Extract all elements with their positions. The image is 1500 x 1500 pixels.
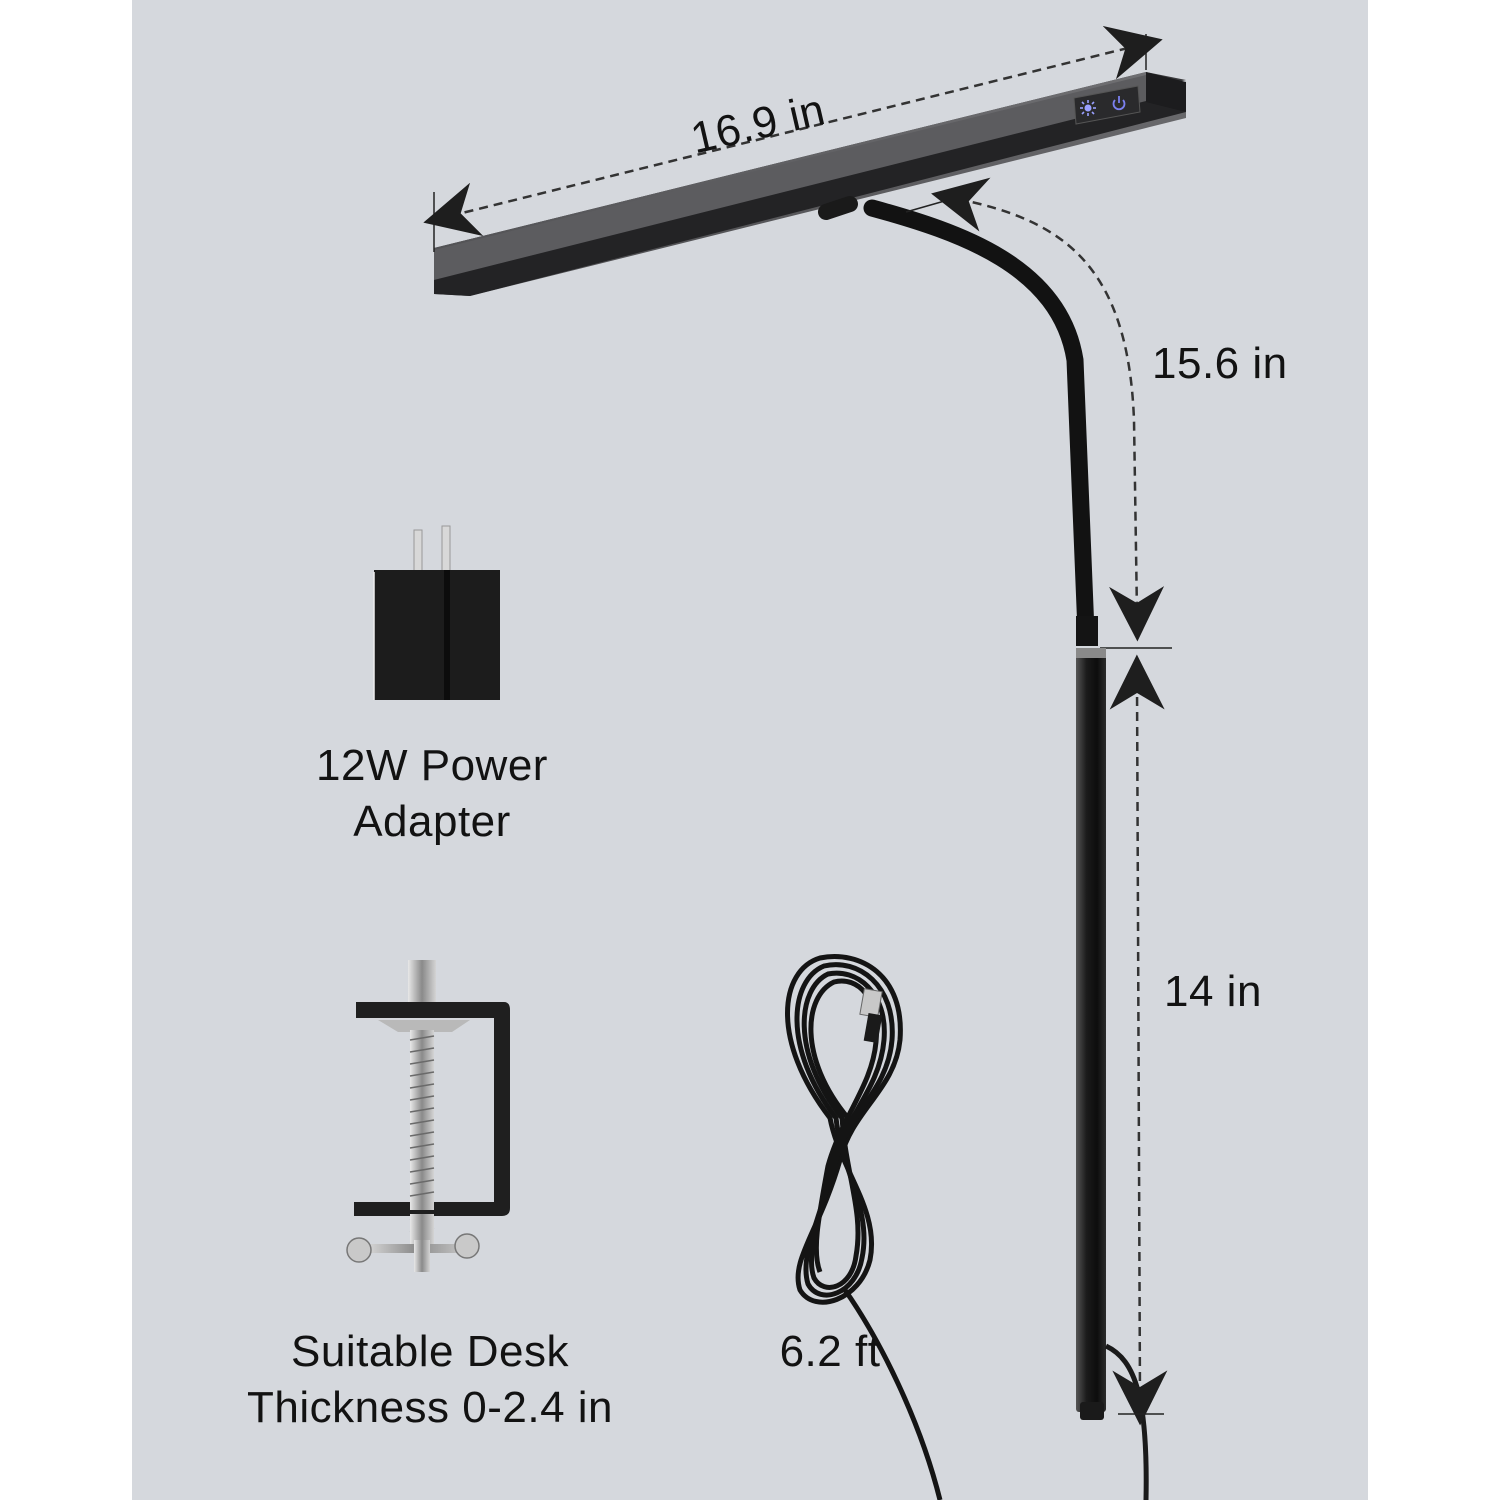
gooseneck-arm [818,196,1098,646]
usb-cable-image [785,954,943,1500]
caption-line: 6.2 ft [779,1327,881,1376]
pole-length-label: 14 in [1164,967,1262,1016]
caption-line: Suitable Desk [291,1327,569,1376]
lamp-pole [1076,648,1149,1500]
power-adapter-image [373,525,500,700]
caption-line: 12W Power [316,741,548,790]
bar-length-dimension [423,25,1163,252]
gooseneck-dimension [905,177,1172,649]
desk-clamp-image [346,960,510,1272]
caption-line: Thickness 0-2.4 in [246,1383,614,1432]
gooseneck-length-label: 15.6 in [1152,339,1288,388]
pole-dimension [1109,654,1168,1426]
brightness-icon [1080,100,1096,116]
caption-line: Adapter [353,797,511,846]
usb-connector [859,988,883,1044]
